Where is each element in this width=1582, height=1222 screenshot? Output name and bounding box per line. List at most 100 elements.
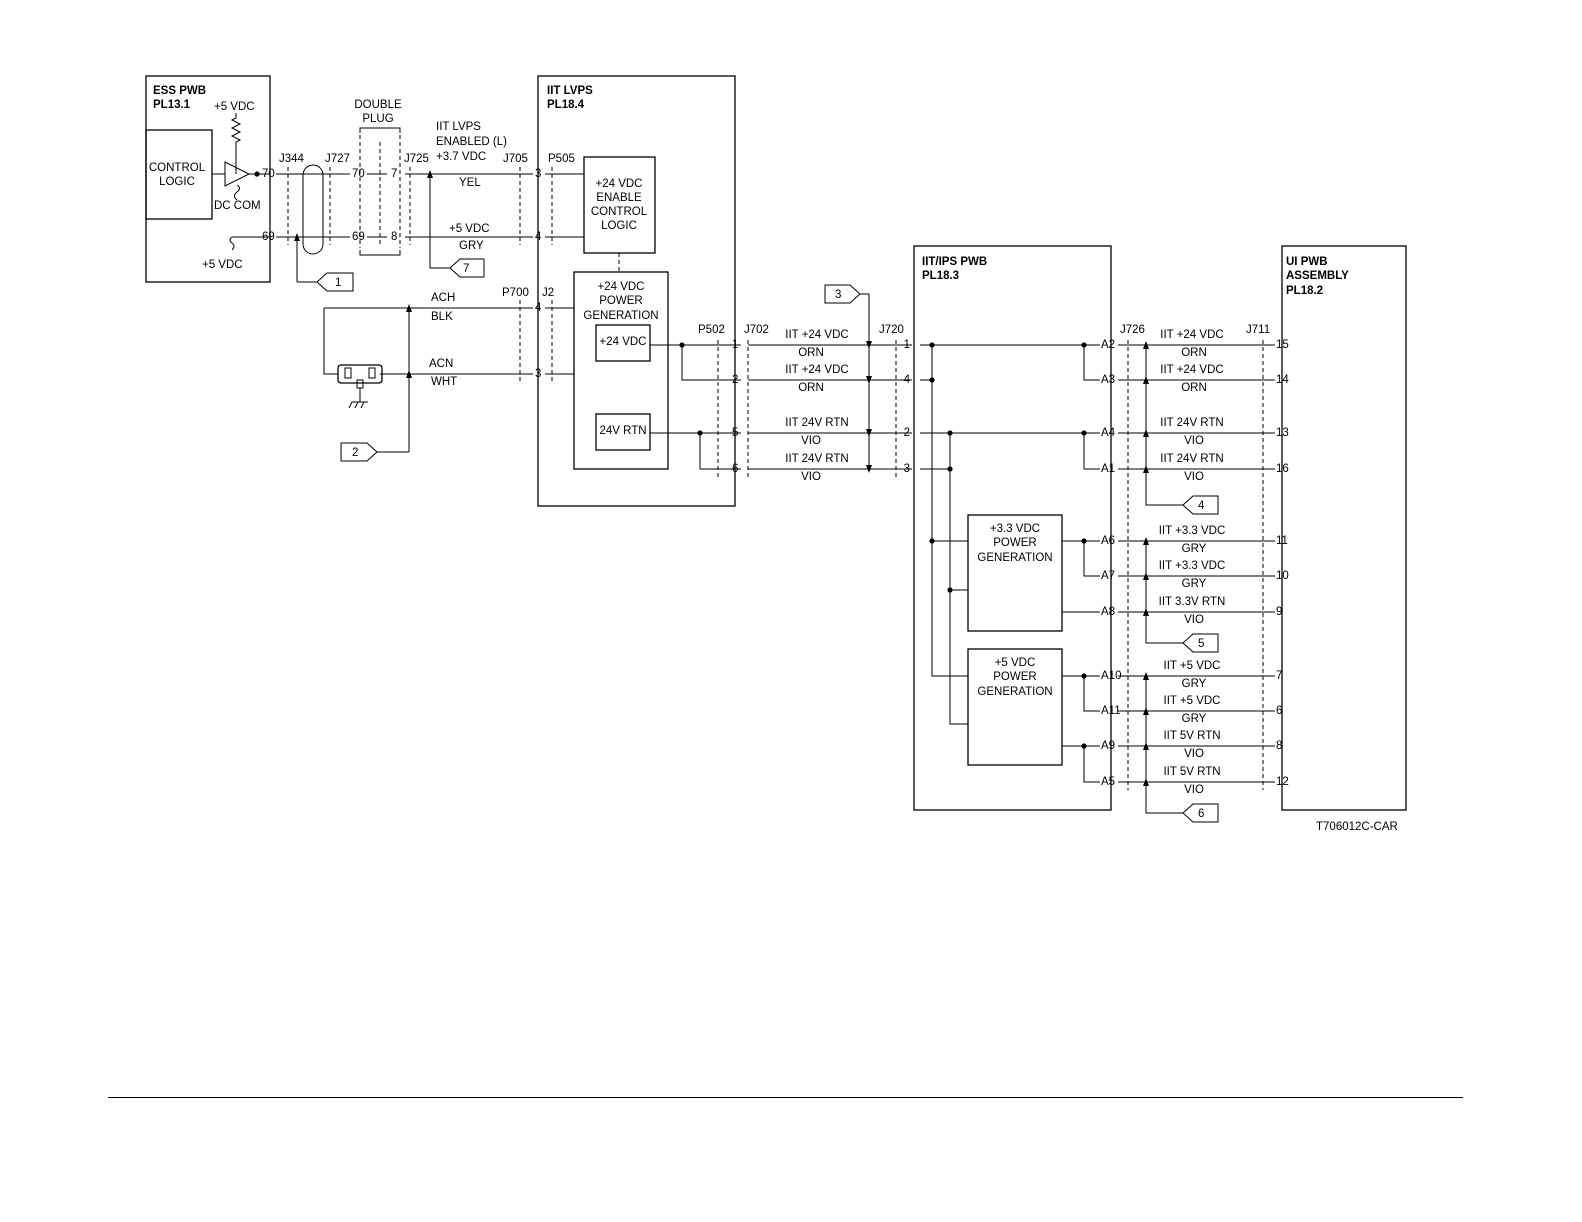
lvps-line-color: VIO (801, 471, 821, 483)
dc-com-label: DC COM (214, 200, 261, 212)
ui-line-color: ORN (1181, 382, 1207, 394)
lvps-output-wires: J702 J720 (650, 324, 912, 477)
connector-j727: J727 (325, 153, 350, 165)
wire-color-gry: GRY (459, 240, 484, 252)
pin-j727-69: 69 (352, 231, 365, 243)
ui-line-color: VIO (1184, 784, 1204, 796)
power-gen-5v-box (967, 648, 1063, 766)
test-point-4: 4 (1145, 345, 1219, 515)
wire-color-yel: YEL (459, 177, 481, 189)
driver-buffer (224, 161, 251, 187)
control-logic-label-1: CONTROL (149, 162, 206, 174)
ui-line-signal: IIT 5V RTN (1163, 766, 1220, 778)
lvps-line-signal: IIT +24 VDC (785, 364, 848, 376)
ui-line-color: VIO (1184, 435, 1204, 447)
pin-j726-1: A3 (1101, 374, 1115, 386)
enable-logic-label-1: +24 VDC (596, 178, 643, 190)
ess-5vdc-bottom: +5 VDC (202, 259, 243, 271)
ui-pwb-title: UI PWB (1286, 256, 1328, 268)
pin-j726-2: A4 (1101, 427, 1116, 439)
pin-j2-3: 3 (535, 368, 541, 380)
ac-input: ACH BLK ACN WHT (323, 292, 533, 452)
power-generation-box (573, 271, 669, 470)
gen5-label-3: GENERATION (977, 686, 1052, 698)
pin-j726-3: A1 (1101, 463, 1115, 475)
test-point-1: 1 (294, 233, 354, 292)
power-gen-label-3: GENERATION (583, 310, 658, 322)
ui-line-signal: IIT +24 VDC (1160, 329, 1223, 341)
connector-p505: P505 (548, 153, 575, 165)
gen5-label-1: +5 VDC (995, 657, 1036, 669)
ui-line-signal: IIT +3.3 VDC (1159, 525, 1226, 537)
ui-line-signal: IIT 5V RTN (1163, 730, 1220, 742)
lvps-line-color: ORN (798, 347, 824, 359)
connector-j2: J2 (542, 287, 554, 299)
double-plug-bracket (359, 127, 401, 133)
test-point-3-label: 3 (835, 289, 841, 301)
ui-line-signal: IIT +24 VDC (1160, 364, 1223, 376)
gen33-label-1: +3.3 VDC (990, 523, 1040, 535)
signal-5vdc-label: +5 VDC (449, 223, 490, 235)
enable-control-logic-box (583, 156, 656, 254)
signal-name-2: ENABLED (L) (436, 136, 507, 148)
iit-ips-pwb-block: IIT/IPS PWB PL18.3 +3.3 VDC POWER GENERA… (913, 245, 1145, 811)
pin-j720-1: 4 (904, 374, 911, 386)
iit-lvps-block: IIT LVPS PL18.4 P505 +24 VDC ENABLE CONT… (502, 75, 736, 507)
connector-p700: P700 (502, 287, 529, 299)
gen5-label-2: POWER (993, 671, 1036, 683)
ac-ach-label: ACH (431, 292, 455, 304)
twisted-pair-shield (302, 164, 324, 255)
ui-pwb-subtitle: ASSEMBLY (1286, 270, 1349, 282)
ui-line-color: VIO (1184, 614, 1204, 626)
connector-j725: J725 (404, 153, 429, 165)
test-point-6-label: 6 (1198, 808, 1204, 820)
test-point-2-label: 2 (352, 447, 358, 459)
test-point-3: 3 (824, 284, 872, 473)
ui-line-color: VIO (1184, 748, 1204, 760)
signal-voltage: +3.7 VDC (436, 151, 486, 163)
ac-blk-label: BLK (431, 311, 453, 323)
pin-j726-5: A7 (1101, 570, 1115, 582)
pin-j726-4: A6 (1101, 535, 1115, 547)
pin-j726-7: A10 (1101, 670, 1121, 682)
power-gen-label-2: POWER (599, 295, 642, 307)
out-24v-rtn-label: 24V RTN (599, 425, 646, 437)
footer-rule (108, 1097, 1463, 1098)
ui-line-color: VIO (1184, 471, 1204, 483)
connector-j726: J726 (1120, 324, 1145, 336)
ess-5vdc-symbol (229, 236, 235, 251)
pin-j711-8: 6 (1276, 705, 1282, 717)
pin-j725-7: 7 (391, 168, 397, 180)
ess-pwb-pl: PL13.1 (153, 99, 191, 111)
power-gen-label-1: +24 VDC (598, 281, 645, 293)
iit-ips-title: IIT/IPS PWB (922, 256, 987, 268)
connector-p502: P502 (698, 324, 725, 336)
ui-pwb-block: UI PWB ASSEMBLY PL18.2 (1281, 245, 1407, 811)
ac-inlet-icon (337, 364, 383, 384)
connector-j711: J711 (1246, 324, 1270, 336)
pullup-resistor (230, 113, 242, 174)
pin-j702-1: 2 (732, 374, 738, 386)
ui-line-color: GRY (1182, 678, 1207, 690)
double-plug-label-2: PLUG (362, 113, 393, 125)
iit-lvps-pl: PL18.4 (547, 99, 585, 111)
pin-j2-4: 4 (535, 302, 542, 314)
test-point-2: 2 (340, 442, 409, 462)
iit-lvps-title: IIT LVPS (547, 85, 593, 97)
power-gen-33v-box (967, 514, 1063, 632)
iit-ips-pl: PL18.3 (922, 270, 959, 282)
ui-line-signal: IIT 24V RTN (1160, 453, 1224, 465)
ui-line-signal: IIT +3.3 VDC (1159, 560, 1226, 572)
pin-j726-8: A11 (1101, 705, 1121, 717)
pin-j711-1: 14 (1276, 374, 1289, 386)
enable-logic-label-2: ENABLE (596, 192, 642, 204)
test-point-7: 7 (427, 170, 485, 278)
ui-line-color: ORN (1181, 347, 1207, 359)
ui-line-color: GRY (1182, 543, 1207, 555)
lvps-line-color: VIO (801, 435, 821, 447)
pin-j726-10: A5 (1101, 776, 1115, 788)
pin-j727-70: 70 (352, 168, 365, 180)
test-point-7-label: 7 (463, 263, 469, 275)
connector-j720: J720 (879, 324, 904, 336)
